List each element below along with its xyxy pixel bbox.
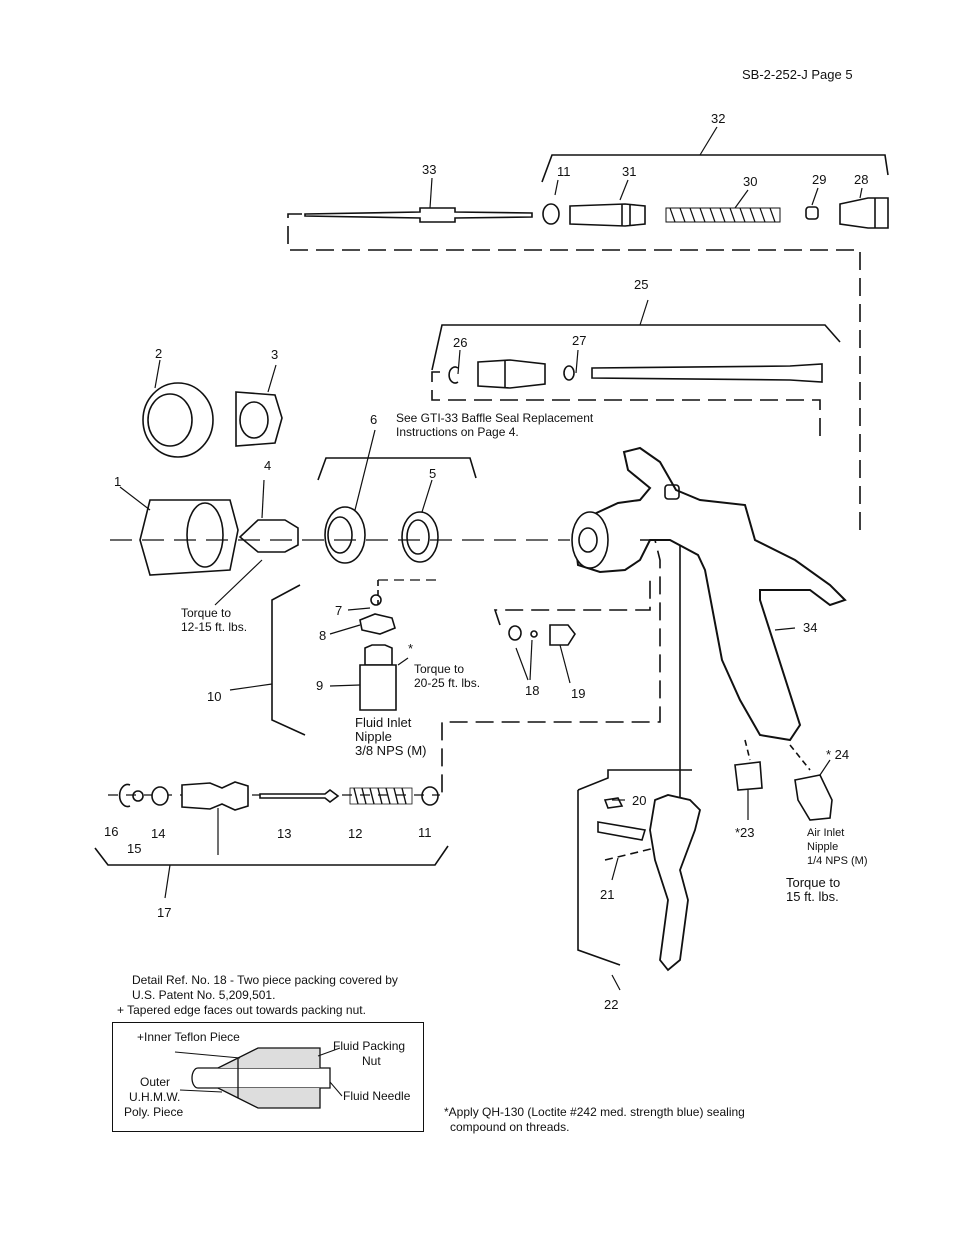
part-number-9-star: * [408,641,414,656]
part-number-10: 10 [207,689,222,704]
part-number-20: 20 [632,793,647,808]
part-number-6: 6 [370,412,378,427]
fluid-inlet-line1: Fluid Inlet [355,715,412,730]
packing-nut-label-1: Fluid Packing [333,1039,406,1053]
part-number-16: 16 [104,824,119,839]
part-number-4: 4 [264,458,272,473]
part-number-7: 7 [335,603,343,618]
part-number-11-top: 11 [557,164,571,179]
part-number-1: 1 [114,474,122,489]
outer-label-2: U.H.M.W. [129,1090,181,1104]
part-number-18: 18 [525,683,540,698]
torque-24-line1: Torque to [786,875,841,890]
outer-label-1: Outer [140,1075,171,1089]
gti-note-line2: Instructions on Page 4. [396,425,519,439]
part-number-12: 12 [348,826,363,841]
fluid-inlet-line2: Nipple [355,729,392,744]
part-number-19: 19 [571,686,586,701]
part-number-33: 33 [422,162,437,177]
page-reference: SB-2-252-J Page 5 [742,67,853,82]
part-number-8: 8 [319,628,327,643]
packing-nut-label-2: Nut [362,1054,381,1068]
part-number-5: 5 [429,466,437,481]
air-inlet-line3: 1/4 NPS (M) [807,855,868,867]
part-number-21: 21 [600,887,615,902]
torque-9-line2: 20-25 ft. lbs. [414,676,481,690]
outer-label-3: Poly. Piece [124,1105,184,1119]
footnote-line1: *Apply QH-130 (Loctite #242 med. strengt… [444,1105,745,1119]
part-number-11-bottom: 11 [418,825,432,840]
part-number-2: 2 [155,346,163,361]
torque-4-line2: 12-15 ft. lbs. [181,620,248,634]
torque-24-line2: 15 ft. lbs. [786,889,839,904]
part-number-17: 17 [157,905,172,920]
part-number-31: 31 [622,164,637,179]
packing-detail-box [112,1022,424,1132]
part-number-32: 32 [711,111,726,126]
part-number-9: 9 [316,678,324,693]
part-number-29: 29 [812,172,827,187]
air-inlet-line1: Air Inlet [807,827,845,839]
detail-note-line1: Detail Ref. No. 18 - Two piece packing c… [132,973,398,987]
part-number-25: 25 [634,277,649,292]
part-number-24: * 24 [826,747,850,762]
part-number-13: 13 [277,826,292,841]
part-number-34: 34 [803,620,818,635]
fluid-needle-label: Fluid Needle [343,1089,411,1103]
fluid-inlet-line3: 3/8 NPS (M) [355,743,427,758]
part-number-30: 30 [743,174,758,189]
detail-note-line3: + Tapered edge faces out towards packing… [117,1003,366,1017]
part-number-28: 28 [854,172,869,187]
part-number-15: 15 [127,841,142,856]
air-inlet-line2: Nipple [807,841,839,853]
detail-note-line2: U.S. Patent No. 5,209,501. [132,988,276,1002]
part-number-23: *23 [735,825,755,840]
inner-teflon-label: +Inner Teflon Piece [137,1030,240,1044]
footnote-line2: compound on threads. [450,1120,570,1134]
gti-note-line1: See GTI-33 Baffle Seal Replacement [396,411,594,425]
part-number-3: 3 [271,347,279,362]
torque-4-line1: Torque to [181,606,232,620]
part-number-27: 27 [572,333,587,348]
part-number-26: 26 [453,335,468,350]
part-number-14: 14 [151,826,166,841]
torque-9-line1: Torque to [414,662,465,676]
part-number-22: 22 [604,997,619,1012]
